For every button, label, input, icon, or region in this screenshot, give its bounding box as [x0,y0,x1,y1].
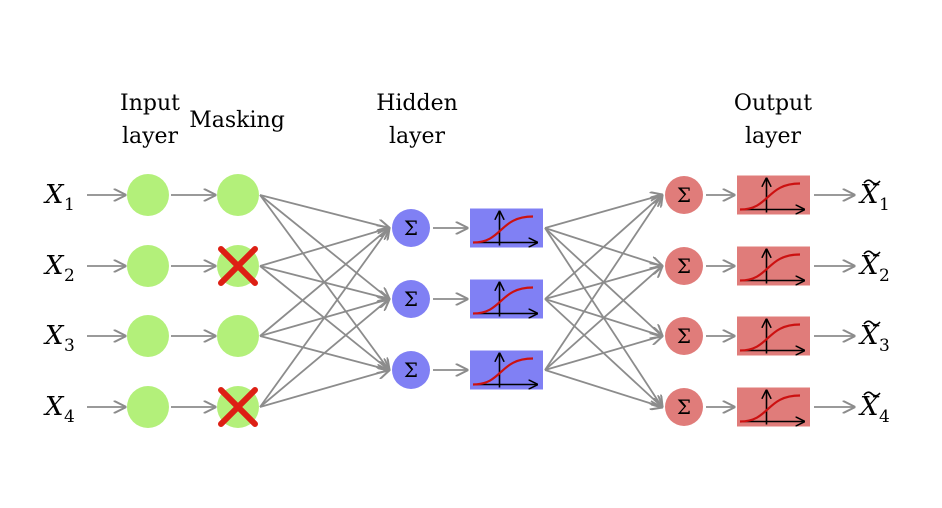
output-sum-node [665,317,703,355]
input-layer-header-line2: layer [122,124,179,149]
output-variable-label: X [858,180,880,210]
hidden-sum-node [392,280,430,318]
output-variable-label: X [858,321,880,351]
tilde-mark [863,391,881,397]
mask-cross-icon [218,387,258,427]
hidden-unit: Σ [392,208,543,248]
input-node [127,245,169,287]
input-variable-label: X [43,251,65,281]
output-sum-node [665,388,703,426]
connection-arrow [259,228,389,408]
input-variable-subscript: 4 [64,407,75,427]
sigmoid-curve [472,215,534,244]
hidden-layer-header-line2: layer [389,124,446,149]
sum-symbol: Σ [404,216,418,240]
output-variable-subscript: 2 [879,266,890,286]
sum-symbol: Σ [677,324,691,348]
hidden-units-group: Σ Σ Σ [392,208,543,390]
sum-symbol: Σ [404,287,418,311]
connection-arrow [544,369,662,407]
output-variable-label: X [858,392,880,422]
output-variable-subscript: 1 [879,195,890,215]
masking-node [217,174,259,216]
mask-cross-stroke [218,387,258,427]
output-variable-label: X [858,251,880,281]
input-variable-label: X [43,321,65,351]
connection-arrow [259,299,389,408]
input-node [127,386,169,428]
tilde-mark [863,320,881,326]
output-layer-header-line2: layer [745,124,802,149]
tilde-mark [863,250,881,256]
hidden-unit: Σ [392,350,543,390]
connection-arrow [259,370,389,408]
output-sum-node [665,247,703,285]
connection-arrow [259,228,389,337]
hidden-unit: Σ [392,279,543,319]
input-variable-subscript: 3 [64,336,75,356]
input-layer-header-line1: Input [120,91,180,116]
sum-symbol: Σ [404,358,418,382]
sigmoid-curve [472,357,534,386]
output-variable-subscript: 4 [879,407,890,427]
tilde-mark [863,179,881,185]
hidden-sum-node [392,209,430,247]
sum-symbol: Σ [677,254,691,278]
sum-symbol: Σ [677,183,691,207]
masking-node [217,315,259,357]
sigmoid-curve [472,286,534,315]
mask-cross-stroke [218,246,258,286]
input-node [127,174,169,216]
output-sum-node [665,176,703,214]
connection-arrow [259,228,389,267]
sigmoid-curve [739,182,801,211]
input-variable-label: X [43,392,65,422]
input-node [127,315,169,357]
input-variable-subscript: 1 [64,195,75,215]
connection-arrow [544,195,662,229]
hidden-layer-header-line1: Hidden [376,91,458,116]
connection-arrow [544,195,662,371]
input-variable-subscript: 2 [64,266,75,286]
connection-arrow [259,194,389,228]
connection-arrow [544,195,662,300]
connection-arrow [544,266,662,371]
mask-cross-icon [218,246,258,286]
input-variable-label: X [43,180,65,210]
connections-group [259,194,662,408]
sigmoid-curve [739,253,801,282]
output-layer-header-line1: Output [734,91,812,116]
masking-header: Masking [189,108,285,133]
hidden-sum-node [392,351,430,389]
sigmoid-curve [739,323,801,352]
sigmoid-curve [739,394,801,423]
connection-arrow [544,336,662,371]
sum-symbol: Σ [677,395,691,419]
output-variable-subscript: 3 [879,336,890,356]
